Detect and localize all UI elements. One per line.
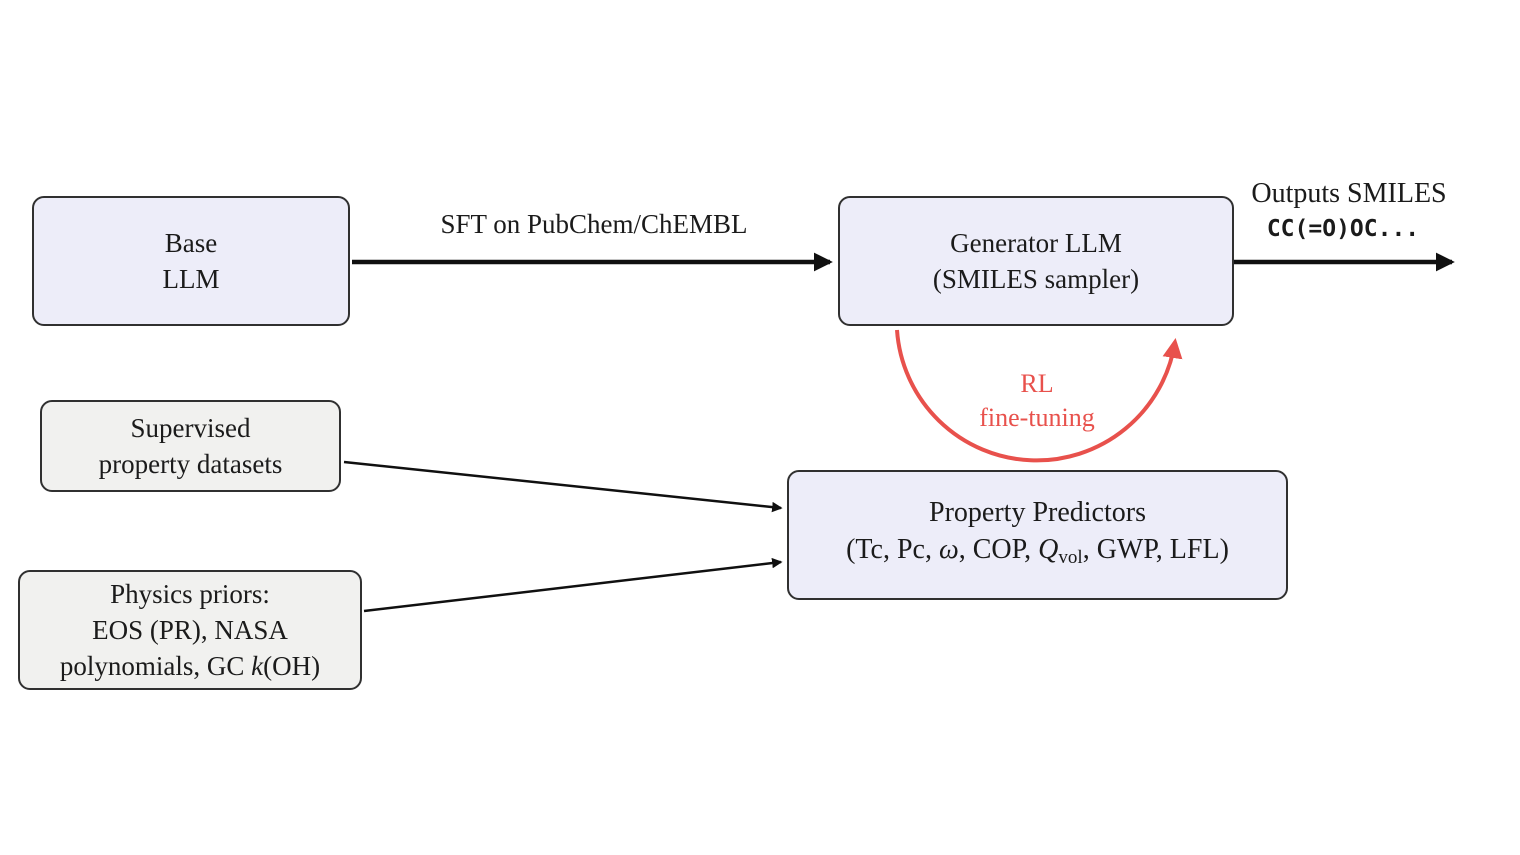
physics-line3: polynomials, GC k(OH) [60,648,320,684]
physics-to-predictors-arrow [363,557,783,613]
q-symbol: Q [1038,534,1059,566]
physics-line3-prefix: polynomials, GC [59,651,252,681]
omega-symbol: ω [938,534,959,566]
outputs-smiles-label: Outputs SMILES [1251,178,1447,209]
smiles-code-label: CC(=O)OC... [1266,216,1420,242]
rl-finetuning-arc [895,329,1183,463]
rl-finetuning-label: RL fine-tuning [887,367,1187,435]
base-llm-line1: Base [164,228,218,258]
property-detail-seg1: (Tc, Pc, [846,534,939,566]
physics-priors-node: Physics priors: EOS (PR), NASA polynomia… [18,570,362,690]
sft-arrow-label: SFT on PubChem/ChEMBL [440,209,748,239]
base-llm-line2: LLM [162,264,220,294]
generator-line1: Generator LLM [950,228,1122,258]
physics-line1: Physics priors: [110,579,270,609]
property-detail-seg2: , COP, [958,534,1039,566]
rl-label-line2: fine-tuning [979,403,1095,432]
property-detail-seg3: , GWP, LFL) [1082,534,1229,566]
property-predictors-node: Property Predictors (Tc, Pc, ω, COP, Qvo… [787,470,1288,600]
physics-line2: EOS (PR), NASA [92,615,288,645]
generator-llm-node: Generator LLM (SMILES sampler) [838,196,1234,326]
supervised-line2: property datasets [98,449,283,479]
base-llm-node: Base LLM [32,196,350,326]
rl-label-line1: RL [1020,369,1054,398]
supervised-to-predictors-arrow [343,460,783,513]
generator-line2: (SMILES sampler) [932,264,1140,294]
property-predictors-title: Property Predictors [929,497,1146,529]
supervised-datasets-node: Supervised property datasets [40,400,341,492]
physics-line3-suffix: (OH) [263,651,321,681]
supervised-line1: Supervised [130,413,251,443]
q-subscript: vol [1058,546,1083,568]
property-predictors-detail: (Tc, Pc, ω, COP, Qvol, GWP, LFL) [846,531,1229,576]
k-symbol: k [251,651,264,681]
